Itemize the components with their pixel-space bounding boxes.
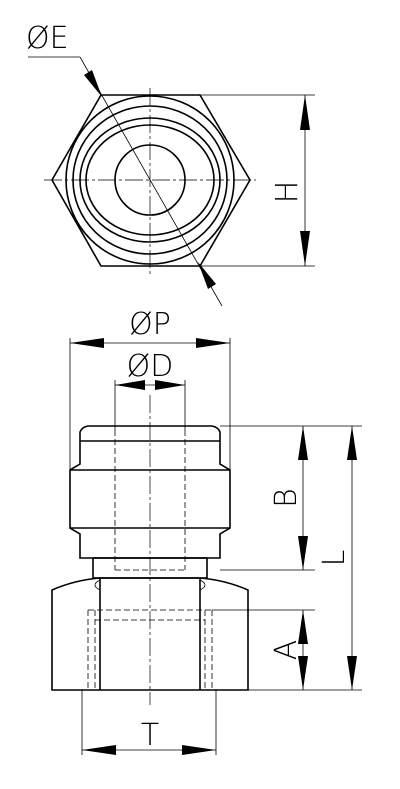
dim-a-label: A: [269, 640, 304, 661]
side-view: ØP ØD B L A T: [51, 307, 362, 755]
hex-arc-right: [199, 579, 206, 591]
dim-t-arrow-left: [82, 745, 116, 755]
dim-d-arrow-left: [115, 380, 145, 390]
dim-e-leader: [79, 56, 223, 307]
dim-d-label: ØD: [127, 349, 174, 384]
dim-p-arrow-left: [70, 338, 104, 348]
dim-p-arrow-right: [196, 338, 230, 348]
dim-e-arrow-1: [84, 70, 102, 97]
dim-d-arrow-right: [155, 380, 185, 390]
dim-a-arrow-top: [298, 610, 308, 644]
dim-h-arrow-top: [300, 95, 310, 130]
dim-t-arrow-right: [182, 745, 216, 755]
dim-e-label: ØE: [26, 21, 69, 56]
dim-l-label: L: [317, 550, 352, 567]
dim-h-arrow-bottom: [300, 231, 310, 266]
dim-l-arrow-bottom: [347, 656, 357, 690]
dim-l-arrow-top: [347, 426, 357, 460]
dim-e-arrow-2: [198, 262, 216, 289]
dim-t-label: T: [141, 718, 159, 753]
top-view: ØE H: [26, 21, 315, 307]
dim-b-arrow-top: [298, 426, 308, 460]
hex-arc-left: [94, 579, 101, 591]
dim-b-label: B: [269, 488, 304, 508]
dim-a-arrow-bottom: [298, 656, 308, 690]
dim-h-label: H: [270, 181, 305, 204]
dim-b-arrow-bottom: [298, 536, 308, 570]
dim-p-label: ØP: [129, 307, 171, 342]
